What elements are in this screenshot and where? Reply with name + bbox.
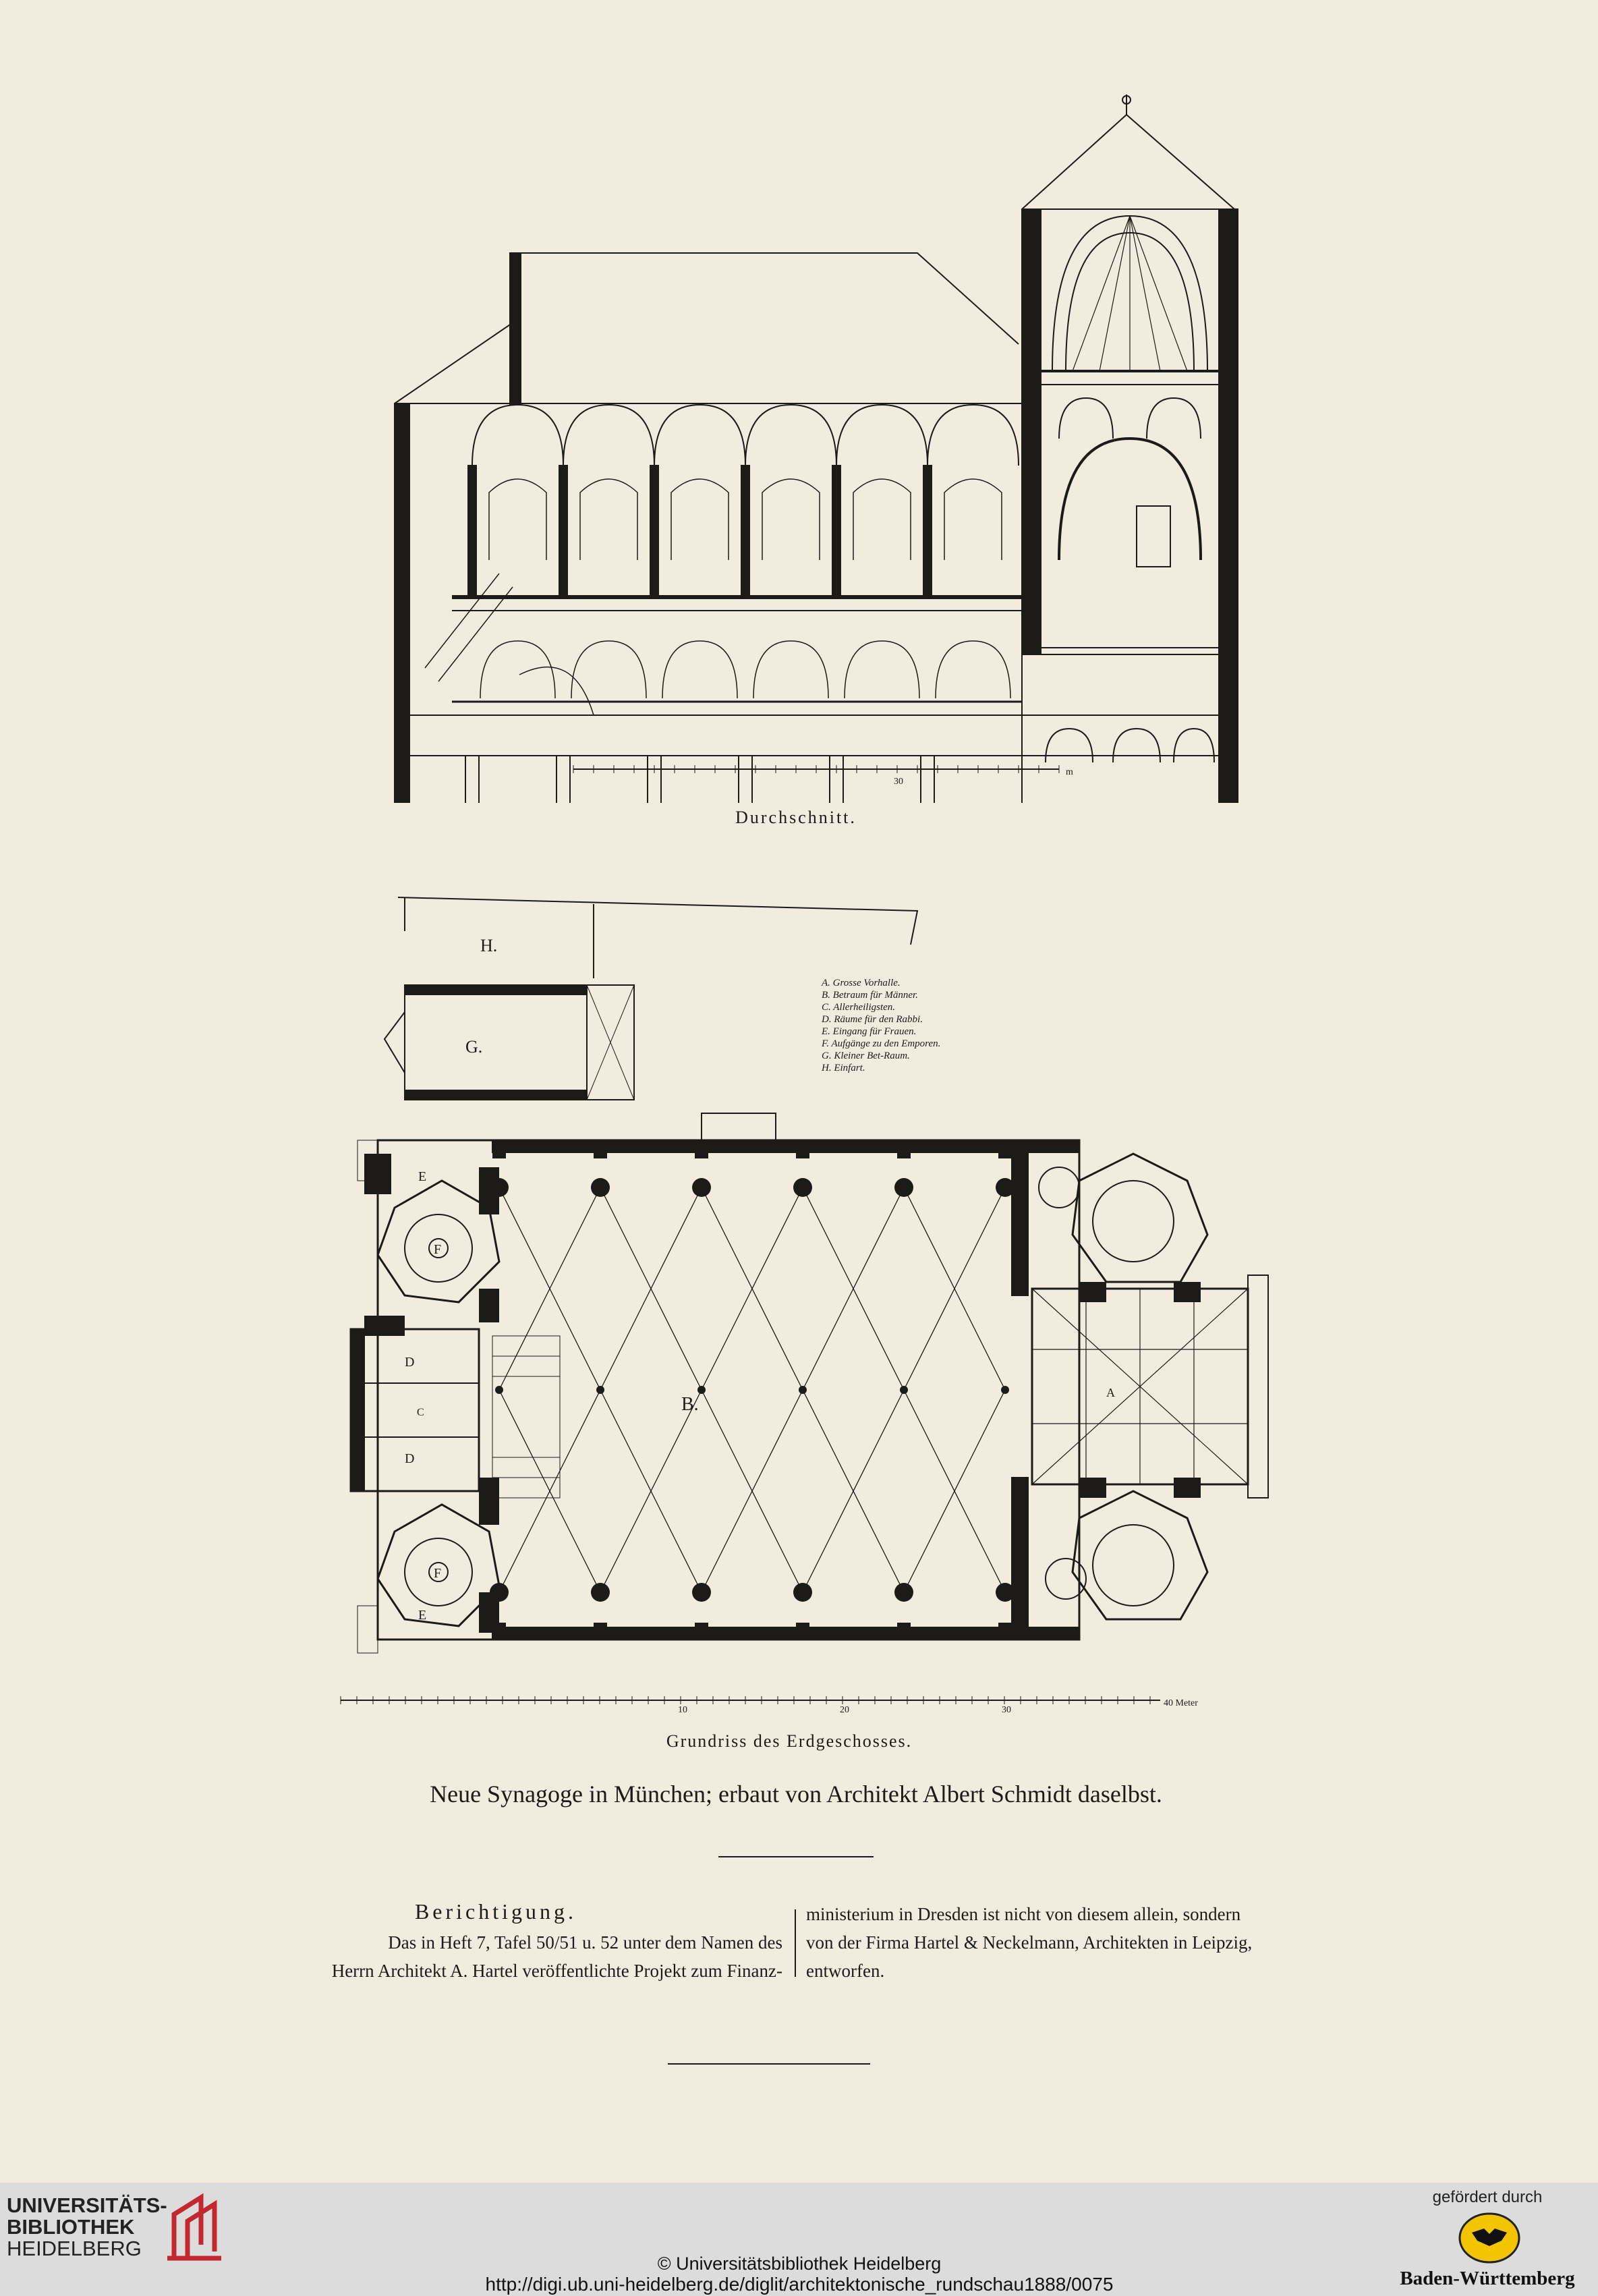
plan-scale-20: 20 [840,1705,849,1715]
source-url-link[interactable]: http://digi.ub.uni-heidelberg.de/diglit/… [485,2274,1114,2295]
legend-item: F. Aufgänge zu den Emporen. [822,1038,941,1049]
plan-label-c: C [417,1407,424,1418]
correction-right-column: ministerium in Dresden ist nicht von die… [806,1900,1386,1985]
plan-label-d1: D [405,1355,414,1370]
plan-label-e2: E [418,1608,426,1623]
plan-legend: A. Grosse Vorhalle. B. Betraum für Männe… [822,977,940,1074]
funded-by-text: gefördert durch [1432,2188,1543,2206]
plate-title: Neue Synagoge in München; erbaut von Arc… [430,1781,1162,1808]
digitization-footer: UNIVERSITÄTS- BIBLIOTHEK HEIDELBERG © Un… [0,2183,1598,2296]
plan-label-e1: E [418,1169,426,1184]
copyright-text: © Universitätsbibliothek Heidelberg [657,2253,942,2274]
legend-item: E. Eingang für Frauen. [822,1026,917,1037]
correction-line: von der Firma Hartel & Neckelmann, Archi… [806,1932,1253,1953]
correction-line: Das in Heft 7, Tafel 50/51 u. 52 unter d… [388,1932,782,1953]
state-name: Baden-Württemberg [1400,2268,1575,2289]
section-scale-mid: 30 [894,777,903,787]
section-scale-unit: m [1066,767,1073,777]
plan-drawing: H. G. B. A F F E E D D C 10 20 30 40 Met… [340,897,1269,1715]
section-caption: Durchschnitt. [735,808,857,827]
legend-item: H. Einfart. [822,1063,865,1073]
column-rule [795,1909,796,1977]
plan-label-b: B. [681,1394,699,1415]
plan-label-a: A [1106,1386,1115,1399]
correction-line: ministerium in Dresden ist nicht von die… [806,1904,1241,1924]
correction-line: Herrn Architekt A. Hartel veröffentlicht… [331,1961,782,1981]
correction-heading: Berichtigung. [414,1899,577,1924]
plate-page: 30 m Durchschnitt. [202,94,1386,2065]
plan-label-g: G. [465,1037,482,1057]
plan-scale-end: 40 Meter [1164,1698,1198,1708]
correction-left-column: Das in Heft 7, Tafel 50/51 u. 52 unter d… [202,1928,782,1985]
legend-item: D. Räume für den Rabbi. [822,1014,923,1025]
plan-scale-30: 30 [1002,1705,1011,1715]
plan-label-d2: D [405,1451,414,1466]
state-emblem-icon [1458,2212,1520,2264]
library-line: UNIVERSITÄTS- [7,2193,167,2217]
divider [718,1856,874,1857]
plan-label-f2: F [434,1566,441,1581]
plan-label-h: H. [480,936,497,955]
section-drawing: 30 m [394,94,1238,803]
correction-line: entworfen. [806,1961,885,1981]
plan-scale-10: 10 [678,1705,687,1715]
library-name: UNIVERSITÄTS- BIBLIOTHEK HEIDELBERG [7,2195,167,2260]
legend-item: C. Allerheiligsten. [822,1002,896,1013]
library-line: BIBLIOTHEK [7,2215,135,2239]
library-logo-icon [167,2193,221,2261]
plan-caption: Grundriss des Erdgeschosses. [666,1731,913,1751]
legend-item: A. Grosse Vorhalle. [822,978,901,988]
plan-label-f1: F [434,1242,441,1257]
library-line: HEIDELBERG [7,2237,142,2260]
divider [668,2063,870,2065]
legend-item: G. Kleiner Bet-Raum. [822,1051,910,1061]
legend-item: B. Betraum für Männer. [822,990,918,1001]
